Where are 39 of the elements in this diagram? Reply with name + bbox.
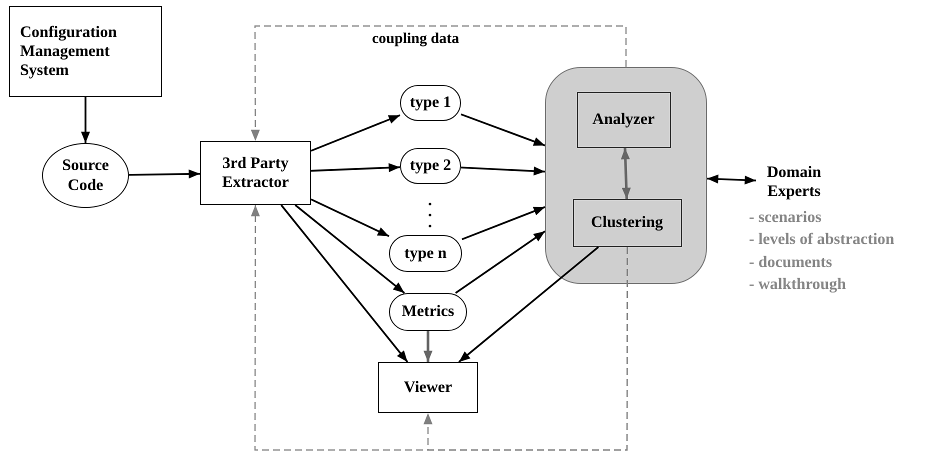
arrow [458, 246, 599, 363]
node-label: 3rd Party Extractor [221, 154, 290, 192]
note-text: - scenarios [749, 208, 822, 228]
arrow [706, 174, 756, 185]
arrow [81, 97, 90, 143]
feedback-arrow [424, 247, 628, 451]
feedback-arrow [250, 25, 627, 141]
process-box [378, 362, 478, 413]
process-box [200, 141, 311, 205]
note-text: - documents [749, 252, 834, 273]
arrow [460, 166, 546, 176]
arrow [462, 206, 546, 240]
group-label: coupling data [372, 31, 460, 48]
process-box [576, 92, 670, 148]
node-label: type 1 [410, 93, 452, 113]
arrow [310, 114, 400, 152]
arrow [455, 230, 546, 294]
node-label: Source Code [61, 156, 110, 195]
arrow [460, 113, 546, 146]
node-label: type 2 [410, 156, 452, 176]
node-label: Configuration Management System [20, 22, 118, 80]
note-text: - levels of abstraction [749, 230, 894, 250]
node-label: Metrics [402, 302, 454, 322]
note-text: - walkthrough [749, 275, 848, 296]
node-label: Analyzer [592, 110, 655, 130]
arrow [310, 198, 390, 238]
node-label: Viewer [404, 378, 452, 398]
arrow [128, 169, 200, 178]
process-box [9, 6, 162, 97]
actor-label: Domain Experts [766, 162, 822, 202]
arrow [424, 331, 432, 362]
node-label: Clustering [591, 212, 663, 232]
node-label: type n [404, 244, 447, 264]
arrow [310, 163, 400, 172]
arrow [280, 204, 408, 363]
group-panel [545, 67, 707, 284]
process-box [572, 198, 682, 246]
arrow [294, 204, 405, 294]
arrow [620, 148, 631, 200]
